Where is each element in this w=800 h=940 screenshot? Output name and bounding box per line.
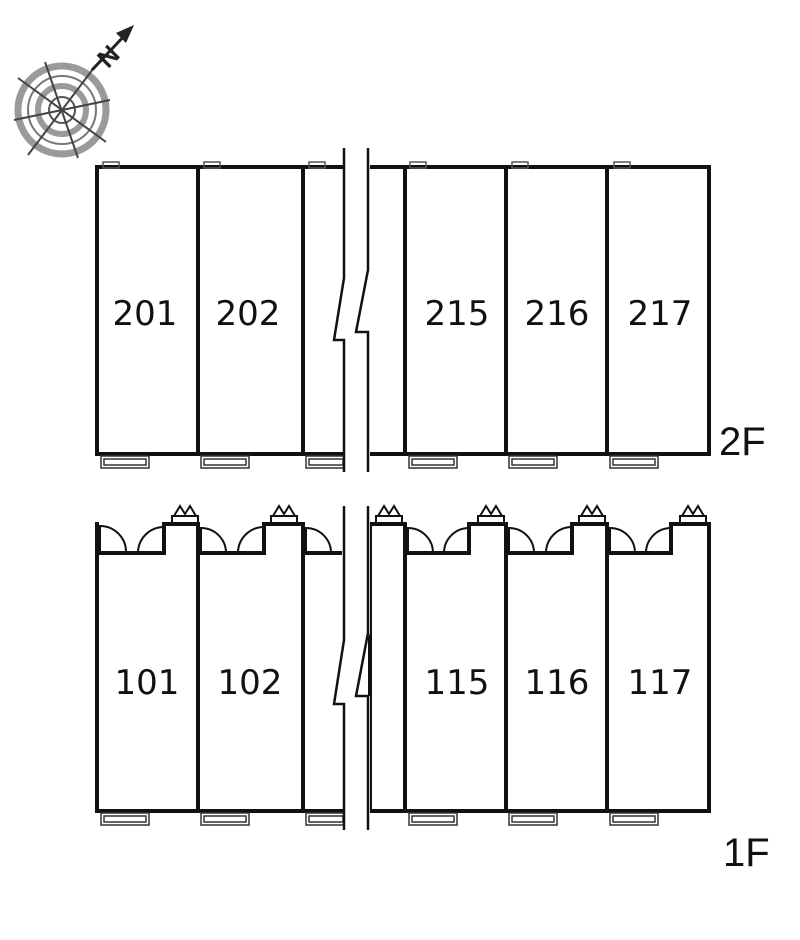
- north-label: N: [91, 39, 125, 73]
- compass-icon: N: [13, 25, 134, 159]
- room-215-label: 215: [425, 294, 490, 334]
- room-101-label: 101: [115, 663, 180, 703]
- room-116-label: 116: [525, 663, 590, 703]
- room-216-label: 216: [525, 294, 590, 334]
- room-102-label: 102: [218, 663, 283, 703]
- room-202-label: 202: [216, 294, 281, 334]
- room-117-label: 117: [628, 663, 693, 703]
- room-217-label: 217: [628, 294, 693, 334]
- floor-label-2f: 2F: [719, 420, 766, 464]
- floor-2f: 201 202 215 216 217 2F: [95, 147, 766, 473]
- floor-label-1f: 1F: [723, 831, 770, 875]
- floor-1f: 101 102 115 116 117 1F: [95, 504, 770, 875]
- break-symbol: [332, 504, 370, 832]
- room-201-label: 201: [113, 294, 178, 334]
- break-symbol: [332, 147, 370, 473]
- room-115-label: 115: [425, 663, 490, 703]
